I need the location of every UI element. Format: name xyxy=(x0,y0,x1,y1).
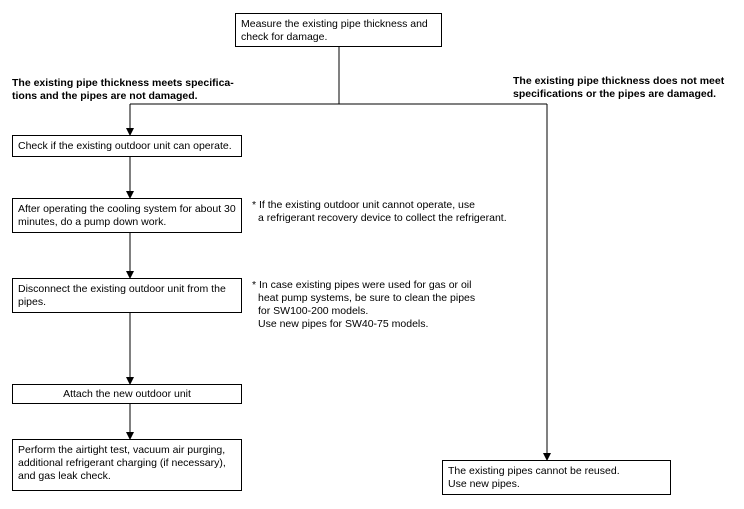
check-operate-box: Check if the existing outdoor unit can o… xyxy=(12,135,242,157)
measure-line-1: Measure the existing pipe thickness and xyxy=(241,18,428,30)
note-recovery: * If the existing outdoor unit cannot op… xyxy=(252,199,507,224)
measure-box: Measure the existing pipe thickness and … xyxy=(235,13,442,47)
branch-right-label: The existing pipe thickness does not mee… xyxy=(513,75,725,100)
measure-line-2: check for damage. xyxy=(241,31,328,43)
attach-box: Attach the new outdoor unit xyxy=(12,384,242,404)
disconnect-box: Disconnect the existing outdoor unit fro… xyxy=(12,278,242,313)
cannot-reuse-box: The existing pipes cannot be reused. Use… xyxy=(442,460,671,495)
perform-box: Perform the airtight test, vacuum air pu… xyxy=(12,439,242,491)
pump-down-box: After operating the cooling system for a… xyxy=(12,198,242,233)
branch-left-label: The existing pipe thickness meets specif… xyxy=(12,77,234,102)
note-clean-pipes: * In case existing pipes were used for g… xyxy=(252,279,476,330)
